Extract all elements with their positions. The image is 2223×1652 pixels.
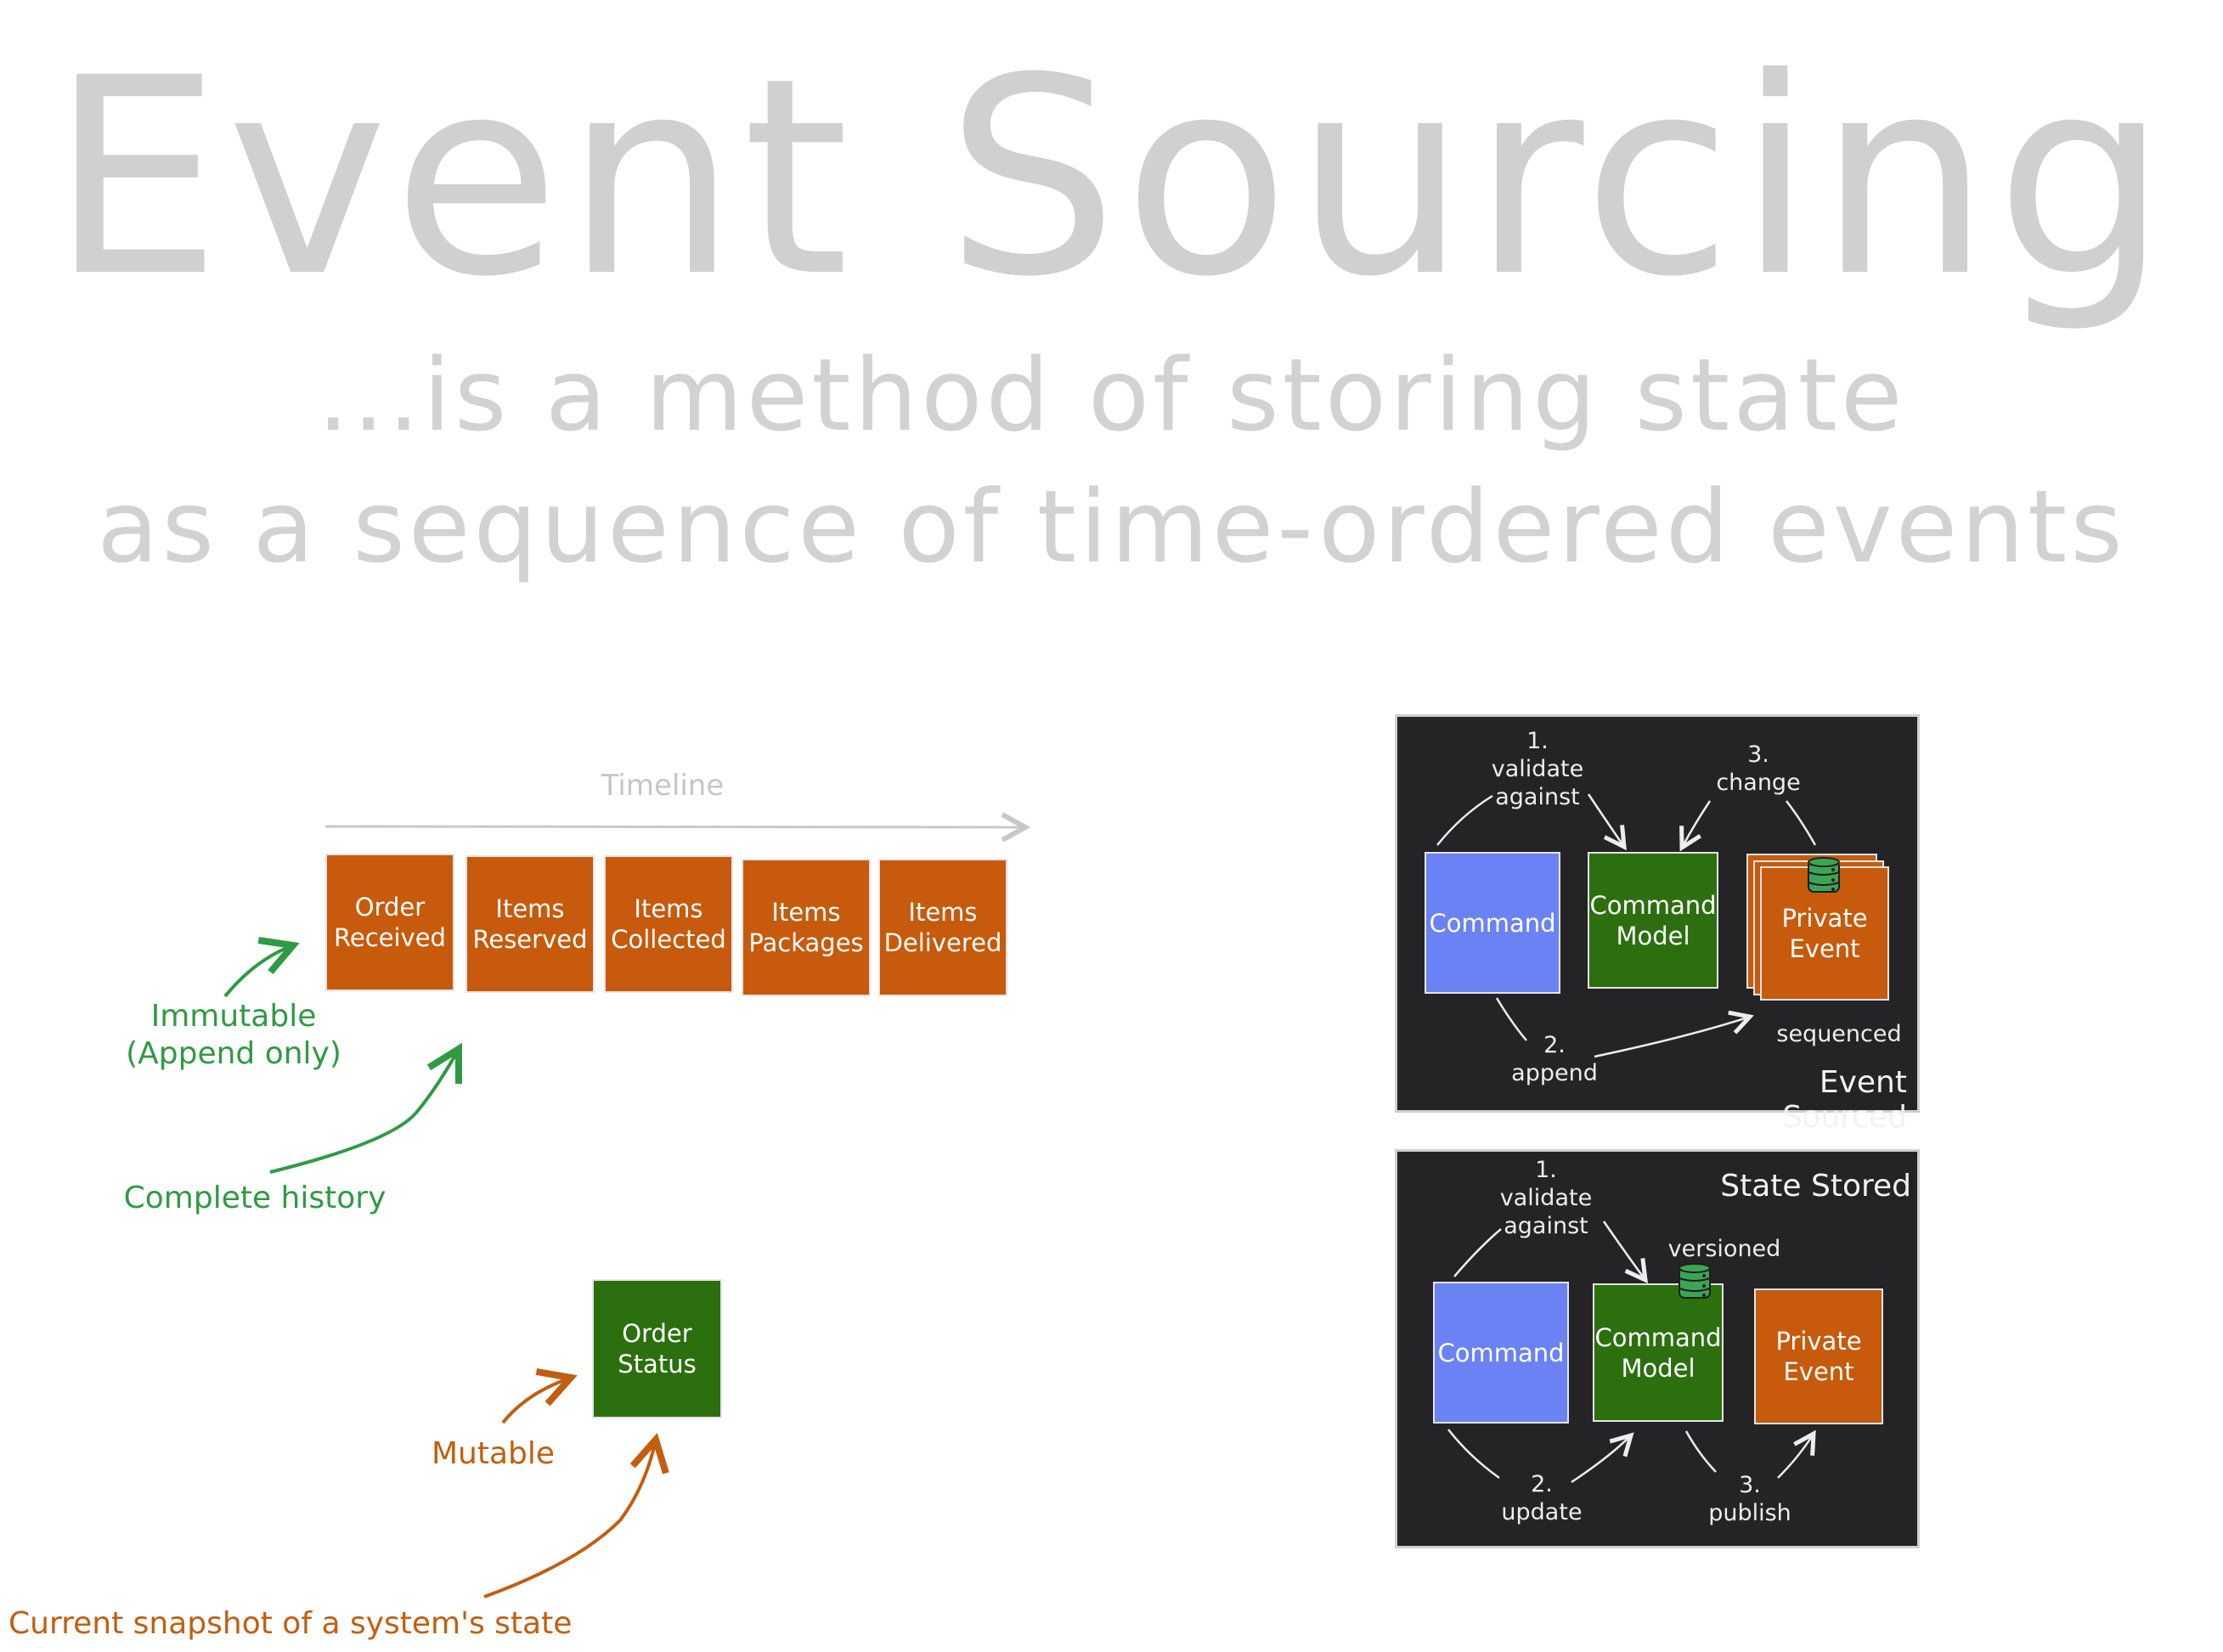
ss-private-event-box: Private Event xyxy=(1754,1288,1883,1424)
order-status-box: Order Status xyxy=(592,1279,722,1418)
es-arrow-change-out xyxy=(1786,800,1817,846)
current-snapshot-note: Current snapshot of a system's state xyxy=(8,1606,573,1641)
es-step1-label: 1. validate against xyxy=(1491,728,1584,810)
event-items-packages: Items Packages xyxy=(742,859,871,996)
ss-arrow-validate-out xyxy=(1453,1228,1502,1277)
timeline-label: Timeline xyxy=(601,769,725,803)
ss-arrow-update-out xyxy=(1447,1429,1500,1480)
event-order-received: Order Received xyxy=(325,854,454,991)
ss-step1-label: 1. validate against xyxy=(1499,1157,1593,1239)
es-command-model-box: Command Model xyxy=(1588,852,1718,989)
event-sourced-panel: Command Command Model Private Event 1. v… xyxy=(1395,714,1920,1135)
es-arrow-validate-in xyxy=(1587,793,1624,847)
ss-arrow-update-in xyxy=(1571,1435,1631,1484)
ss-versioned-label: versioned xyxy=(1667,1236,1781,1262)
es-step3-label: 3. change xyxy=(1716,741,1801,796)
es-arrow-append-in xyxy=(1594,1017,1750,1058)
page-title: Event Sourcing xyxy=(49,20,2174,336)
es-arrow-change-in xyxy=(1682,800,1712,848)
es-arrow-validate-out xyxy=(1436,794,1493,846)
es-sequenced-label: sequenced xyxy=(1776,1021,1902,1047)
ss-panel-title: State Stored xyxy=(1720,1169,1911,1204)
ss-command-box: Command xyxy=(1433,1282,1569,1424)
mutable-note: Mutable xyxy=(432,1436,556,1471)
complete-history-note: Complete history xyxy=(123,1181,386,1215)
es-panel-title: Event Sourced xyxy=(1782,1065,1908,1135)
event-items-reserved: Items Reserved xyxy=(465,855,595,993)
subtitle-line-1: ...is a method of storing state xyxy=(317,336,1906,454)
ss-step3-label: 3. publish xyxy=(1708,1472,1791,1526)
es-arrow-append-out xyxy=(1495,997,1527,1041)
ss-step2-label: 2. update xyxy=(1501,1471,1583,1525)
timeline-arrow xyxy=(324,826,1025,827)
es-command-box: Command xyxy=(1425,852,1560,994)
event-items-collected: Items Collected xyxy=(604,855,733,993)
subtitle-line-2: as a sequence of time-ordered events xyxy=(97,468,2126,585)
ss-arrow-validate-in xyxy=(1602,1221,1645,1280)
mutable-arrow xyxy=(501,1378,571,1424)
immutable-arrow xyxy=(223,945,293,998)
immutable-note: Immutable (Append only) xyxy=(126,999,341,1071)
ss-arrow-publish-in xyxy=(1777,1434,1814,1479)
snapshot-arrow xyxy=(483,1440,656,1598)
es-step2-label: 2. append xyxy=(1511,1032,1598,1086)
ss-database-icon xyxy=(1678,1262,1712,1303)
ss-arrow-publish-out xyxy=(1684,1430,1717,1473)
complete-history-arrow xyxy=(269,1049,459,1174)
state-stored-panel: State Stored Command Command Model Priva… xyxy=(1395,1149,1920,1548)
event-items-delivered: Items Delivered xyxy=(878,859,1007,996)
es-database-icon xyxy=(1807,856,1841,897)
ss-command-model-box: Command Model xyxy=(1593,1283,1724,1422)
